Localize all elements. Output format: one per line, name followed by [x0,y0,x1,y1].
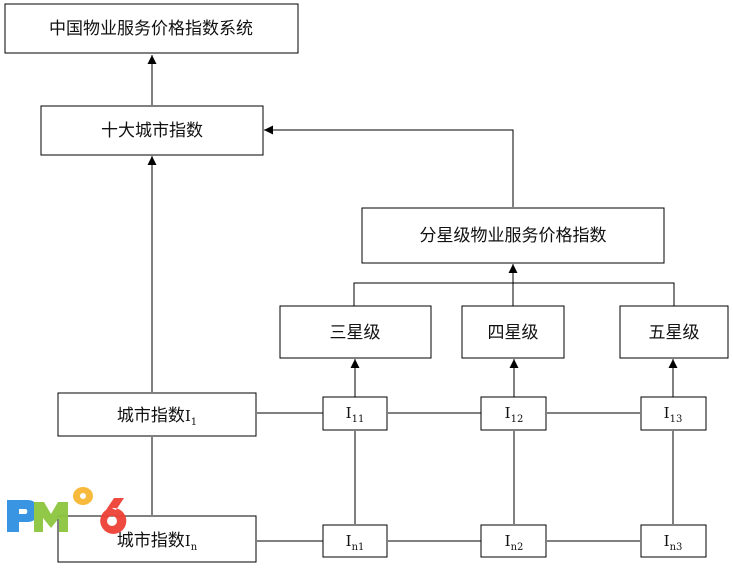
city-index-1-label: 城市指数I1 [117,406,197,428]
pm86-watermark-logo [7,487,127,534]
logo-letter-p [7,500,39,532]
node-system-index: 中国物业服务价格指数系统 [4,3,299,54]
node-four-star: 四星级 [461,305,565,359]
logo-digit-8 [73,487,93,505]
node-in3: In3 [640,524,707,558]
node-city-index-1: 城市指数I1 [57,392,257,437]
node-i12: I12 [480,396,547,431]
node-ten-city-index: 十大城市指数 [40,105,264,156]
logo-letter-m [34,502,68,532]
connectors [147,55,678,542]
node-three-star: 三星级 [279,305,432,359]
in2-label: In2 [505,532,524,553]
node-star-level-index: 分星级物业服务价格指数 [361,207,665,264]
node-i13: I13 [640,396,707,431]
in3-label: In3 [664,532,683,553]
four-star-label: 四星级 [488,323,539,343]
ten-city-index-label: 十大城市指数 [101,121,203,141]
i12-label: I12 [505,404,524,425]
node-in2: In2 [480,524,547,558]
arrow-star-level-to-ten-city [264,125,514,207]
logo-digit-6 [100,498,127,534]
in1-label: In1 [346,532,365,553]
city-index-n-label: 城市指数In [117,531,198,553]
node-five-star: 五星级 [619,305,729,359]
node-city-index-n: 城市指数In [57,515,257,563]
node-i11: I11 [322,396,388,431]
system-index-label: 中国物业服务价格指数系统 [49,19,253,39]
star-level-index-label: 分星级物业服务价格指数 [420,226,607,246]
i13-label: I13 [664,404,683,425]
five-star-label: 五星级 [649,323,700,343]
i11-label: I11 [346,404,365,425]
node-in1: In1 [322,524,388,558]
three-star-label: 三星级 [330,323,381,343]
bracket-star-groups [353,282,675,306]
